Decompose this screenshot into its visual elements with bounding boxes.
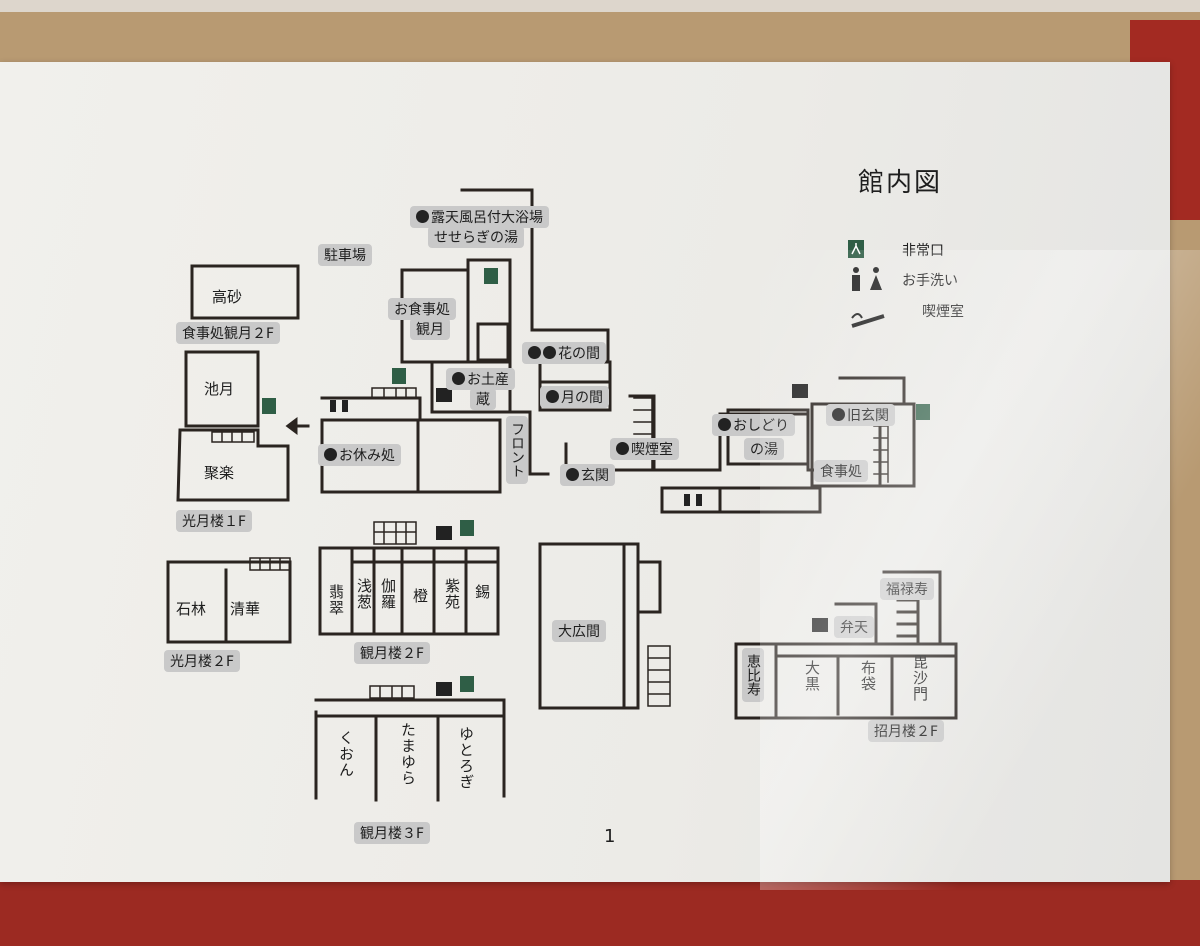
entrance-arrow-icon bbox=[285, 417, 310, 435]
map-title: 館内図 bbox=[858, 168, 943, 198]
room-sekirin: 石林 bbox=[176, 600, 207, 618]
rest-area-outline bbox=[320, 418, 502, 494]
room-asagi: 浅葱 bbox=[355, 578, 373, 610]
kyu-genkan-label: 旧玄関 bbox=[826, 404, 895, 426]
smoking-icon bbox=[851, 313, 885, 328]
bath-outline-side bbox=[530, 188, 610, 364]
floor-label-shogetsuro-2f: 招月楼２F bbox=[868, 720, 945, 742]
oshidori-bath-outline bbox=[726, 408, 810, 466]
room-kuon: くおん bbox=[337, 730, 355, 778]
oshokujidokoro-label: お食事処 bbox=[388, 298, 456, 320]
room-daidai: 橙 bbox=[411, 588, 429, 604]
room-takasago: 高砂 bbox=[212, 288, 243, 306]
floor-label-kangetsuro-3f: 観月楼３F bbox=[354, 822, 431, 844]
room-takasago-outline bbox=[190, 264, 300, 320]
room-yutorogi: ゆとろぎ bbox=[457, 726, 475, 790]
oyasumidokoro-label: お休み処 bbox=[318, 444, 401, 466]
legend-emergency-exit-label: 非常口 bbox=[902, 243, 944, 259]
kangetsuro-2f-outline bbox=[318, 546, 500, 636]
shogetsuro-2f-outline bbox=[734, 642, 958, 720]
ohiroma-outline bbox=[538, 542, 640, 710]
red-table-mat bbox=[0, 880, 1200, 946]
floor-label-kangetsuro-2f: 観月楼２F bbox=[354, 642, 431, 664]
page-number: 1 bbox=[604, 826, 616, 847]
legend-smoking-label: 喫煙室 bbox=[922, 304, 964, 320]
room-hotei: 布袋 bbox=[859, 660, 877, 692]
map-smoking-room-icons bbox=[436, 384, 828, 696]
room-suzu: 錫 bbox=[473, 584, 491, 600]
kitsuenshitsu-label: 喫煙室 bbox=[610, 438, 679, 460]
floor-label-shokujidokoro-2f: 食事処観月２F bbox=[176, 322, 281, 344]
front-outline bbox=[508, 410, 550, 476]
shokujidokoro-label: 食事処 bbox=[814, 460, 868, 482]
front-label: フロント bbox=[506, 416, 528, 484]
room-fukurokuju: 福禄寿 bbox=[880, 578, 934, 600]
room-tamayura: たまゆら bbox=[399, 722, 417, 786]
ohiroma-annex bbox=[636, 560, 662, 614]
map-exit-icons bbox=[262, 268, 930, 692]
parking-label: 駐車場 bbox=[318, 244, 372, 266]
restroom-corridor bbox=[660, 486, 822, 514]
room-juraku-outline bbox=[176, 428, 290, 502]
floor-label-kogetsuro-1f: 光月楼１F bbox=[176, 510, 253, 532]
genkan-label: 玄関 bbox=[560, 464, 615, 486]
room-shion: 紫苑 bbox=[443, 578, 461, 610]
omiyage-label: お土産 bbox=[446, 368, 515, 390]
restroom-icon bbox=[852, 267, 882, 291]
seseragi-label: せせらぎの湯 bbox=[428, 226, 524, 248]
map-restroom-icons bbox=[330, 400, 702, 506]
tsuki-no-ma-label: 月の間 bbox=[540, 386, 609, 408]
emergency-exit-icon bbox=[848, 240, 864, 258]
kura-label: 蔵 bbox=[470, 388, 496, 410]
kyu-genkan-outline bbox=[838, 376, 906, 406]
room-ikegetsu: 池月 bbox=[204, 380, 235, 398]
room-juraku: 聚楽 bbox=[204, 464, 235, 482]
room-benten: 弁天 bbox=[834, 616, 874, 638]
legend-restroom-label: お手洗い bbox=[902, 273, 958, 289]
benten-outline bbox=[834, 602, 878, 646]
oshidori-label: おしどり bbox=[712, 414, 795, 436]
corridor-a bbox=[320, 396, 422, 422]
rotenburo-label: 露天風呂付大浴場 bbox=[410, 206, 549, 228]
room-ikegetsu-outline bbox=[184, 350, 260, 428]
ohiroma-label: 大広間 bbox=[552, 620, 606, 642]
room-hisui: 翡翠 bbox=[327, 584, 345, 616]
kangetsu-label: 観月 bbox=[410, 318, 450, 340]
hana-no-ma-label: 花の間 bbox=[522, 342, 606, 364]
floor-label-kogetsuro-2f: 光月楼２F bbox=[164, 650, 241, 672]
room-bishamon: 毘沙門 bbox=[911, 654, 929, 702]
fukurokuju-outline bbox=[882, 570, 942, 646]
room-seika: 清華 bbox=[230, 600, 261, 618]
room-ebisu: 恵比寿 bbox=[742, 648, 764, 702]
oshidori-yu-label: の湯 bbox=[744, 438, 784, 460]
kangetsuro-3f-outline bbox=[314, 698, 506, 802]
room-daikoku: 大黒 bbox=[803, 660, 821, 692]
room-kyara: 伽羅 bbox=[379, 578, 397, 610]
